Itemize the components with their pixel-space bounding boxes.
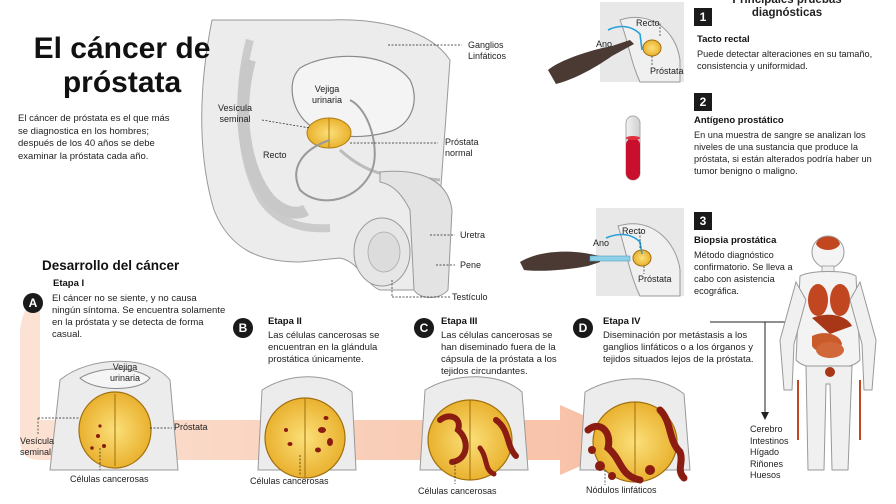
test3-name: Biopsia prostática: [694, 235, 777, 246]
stage-a-diagram: [37, 360, 179, 471]
stage-b-text: Las células cancerosas se encuentran en …: [268, 330, 380, 365]
label-prostata-normal: Próstata normal: [445, 137, 479, 158]
label-celulas-a: Células cancerosas: [70, 474, 149, 484]
stage-a-badge: A: [23, 293, 43, 313]
organ-huesos: Huesos: [750, 470, 781, 480]
tests-title: Principales pruebas diagnósticas: [732, 0, 842, 19]
stage-b-badge: B: [233, 318, 253, 338]
test3-illustration: [520, 208, 684, 297]
test1-text: Puede detectar alteraciones en su tamaño…: [697, 49, 873, 71]
test3-label-recto: Recto: [622, 226, 646, 236]
human-body-figure: [779, 235, 877, 471]
stage-c-badge: C: [414, 318, 434, 338]
label-celulas-c: Células cancerosas: [418, 486, 497, 496]
test3-label-prostata: Próstata: [638, 274, 672, 284]
test1-number: 1: [694, 8, 712, 26]
label-ganglios: Ganglios Linfáticos: [468, 40, 507, 61]
test1-label-recto: Recto: [636, 18, 660, 28]
intro-text: El cáncer de próstata es el que más se d…: [18, 113, 170, 162]
test1-label-prostata: Próstata: [650, 66, 684, 76]
label-recto: Recto: [263, 150, 287, 160]
stage-d-diagram: [579, 378, 691, 485]
page-title: El cáncer de próstata: [33, 32, 211, 99]
label-vesicula: Vesícula seminal: [217, 103, 253, 124]
stage-c-name: Etapa III: [441, 316, 478, 327]
stage-c-text: Las células cancerosas se han diseminado…: [441, 330, 557, 377]
test1-name: Tacto rectal: [697, 34, 750, 45]
stage-b-diagram: [257, 376, 357, 479]
stage-d-text: Diseminación por metástasis a los gangli…: [603, 330, 754, 365]
label-stage-vesicula: Vesícula seminal: [20, 436, 55, 457]
label-stage-prostata: Próstata: [174, 422, 208, 432]
test1-label-ano: Ano: [596, 39, 613, 49]
test3-text: Método diagnóstico confirmatorio. Se lle…: [694, 250, 793, 296]
test2-name: Antígeno prostático: [694, 115, 784, 126]
test2-number: 2: [694, 93, 712, 111]
organ-intestinos: Intestinos: [750, 435, 789, 446]
stage-a-name: Etapa I: [53, 278, 85, 289]
test3-number: 3: [694, 212, 712, 230]
stage-a-text: El cáncer no se siente, y no causa ningú…: [52, 293, 226, 340]
organ-rinones: Riñones: [750, 458, 784, 469]
organ-higado: Hígado: [750, 447, 780, 457]
label-testiculo: Testículo: [452, 292, 488, 302]
label-pene: Pene: [460, 260, 482, 270]
label-uretra: Uretra: [460, 230, 486, 240]
test2-text: En una muestra de sangre se analizan los…: [694, 130, 872, 176]
stage-d-name: Etapa IV: [603, 316, 641, 327]
stage-d-badge: D: [573, 318, 593, 338]
test1-illustration: [548, 2, 684, 84]
label-vejiga: Vejiga urinaria: [311, 84, 342, 105]
anatomy-cross-section: [201, 19, 462, 298]
stage-b-name: Etapa II: [268, 316, 302, 327]
label-nodulos: Nódulos linfáticos: [586, 485, 657, 495]
stage-c-diagram: [419, 376, 529, 484]
organ-cerebro: Cerebro: [750, 424, 783, 434]
label-celulas-b: Células cancerosas: [250, 476, 329, 486]
organ-list: Cerebro Intestinos Hígado Riñones Huesos: [750, 424, 789, 482]
label-stage-vejiga: Vejiga urinaria: [109, 362, 140, 383]
development-title: Desarrollo del cáncer: [42, 258, 180, 273]
test3-label-ano: Ano: [593, 238, 610, 248]
test2-tube-illustration: [625, 115, 641, 181]
